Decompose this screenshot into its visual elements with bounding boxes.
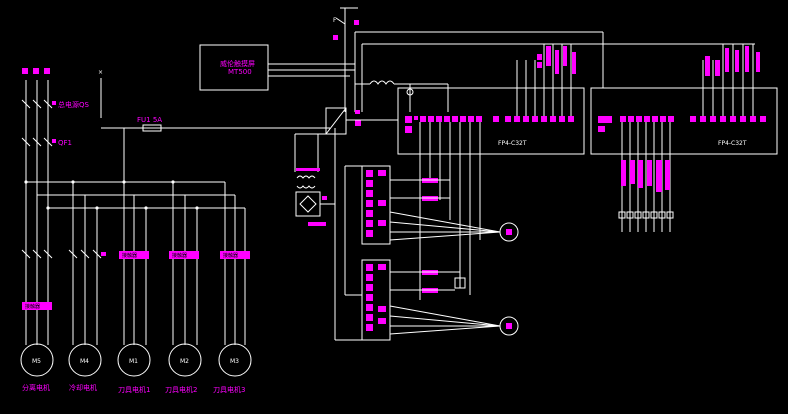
motor-symbol-m4: M4 冷却电机 — [68, 343, 102, 392]
svg-text:威伦触摸屏: 威伦触摸屏 — [220, 59, 255, 68]
servo-motor-1 — [499, 222, 519, 242]
main-busbars — [25, 78, 102, 208]
svg-text:M5: M5 — [32, 358, 41, 365]
svg-text:FP4-C32T: FP4-C32T — [498, 140, 527, 147]
plc1-output-leads — [516, 44, 576, 116]
distribution-bus — [24, 180, 245, 210]
svg-text:×: × — [98, 69, 103, 76]
svg-text:M1: M1 — [129, 358, 138, 365]
power-phase-labels: × — [22, 68, 103, 76]
svg-text:分离电机: 分离电机 — [22, 383, 50, 392]
qs-label: 总电源QS — [58, 100, 90, 109]
fuse-line: FU1 5A — [101, 116, 330, 182]
svg-text:F: F — [333, 17, 337, 24]
plc1-input-leads — [419, 122, 481, 300]
servo-motor-2 — [499, 316, 519, 336]
svg-text:M3: M3 — [230, 358, 239, 365]
svg-text:刀具电机1: 刀具电机1 — [118, 385, 150, 394]
plc1-terminals — [405, 116, 574, 133]
contactor-label-1: 接触器 — [122, 252, 137, 259]
plc-2: FP4-C32T — [590, 44, 778, 232]
svg-text:冷却电机: 冷却电机 — [69, 383, 97, 392]
plc-1: FP4-C32T — [397, 44, 585, 300]
svg-text:刀具电机2: 刀具电机2 — [165, 385, 197, 394]
svg-text:M2: M2 — [180, 358, 189, 365]
svg-text:刀具电机3: 刀具电机3 — [213, 385, 245, 394]
motor-symbol-m1: M1 刀具电机1 — [117, 343, 151, 394]
qf1-label: QF1 — [58, 139, 72, 147]
motor-symbol-m2: M2 刀具电机2 — [165, 343, 202, 394]
plc2-output-leads — [702, 44, 760, 116]
fuse-label: FU1 5A — [137, 116, 162, 124]
contactor-label-2: 接触器 — [172, 252, 187, 259]
motor-symbol-m3: M3 刀具电机3 — [213, 343, 252, 394]
servo-driver-2 — [361, 259, 501, 341]
control-wiring: F — [268, 7, 755, 340]
contactor-label-4: 接触器 — [25, 303, 40, 310]
svg-text:MT500: MT500 — [228, 68, 252, 76]
motor-symbols: M5 分离电机 M4 冷却电机 M1 刀具电机1 M2 刀具电机2 M3 刀具电… — [20, 343, 252, 394]
hmi-box: 威伦触摸屏 MT500 — [199, 44, 269, 91]
svg-text:FP4-C32T: FP4-C32T — [718, 140, 747, 147]
driver-feeds — [335, 165, 362, 341]
servo-driver-1 — [361, 165, 501, 245]
main-switch: 总电源QS — [21, 99, 90, 109]
plc2-input-leads — [618, 122, 674, 232]
contactor-label-3: 接触器 — [223, 252, 238, 259]
motor-branches: 接触器 接触器 接触器 接触器 — [21, 182, 250, 345]
qf1-breaker: QF1 — [21, 137, 72, 147]
motor-symbol-m5: M5 分离电机 — [20, 343, 54, 392]
svg-text:M4: M4 — [80, 358, 89, 365]
